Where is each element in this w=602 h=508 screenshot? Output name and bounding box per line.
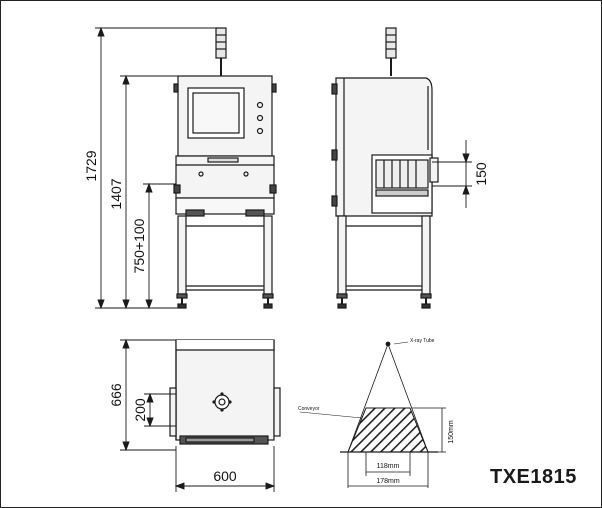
tunnel-dimension — [432, 140, 472, 208]
label-conveyor: Conveyor — [298, 406, 320, 412]
front-leg-right — [263, 215, 273, 295]
dim-cabinet-height: 1407 — [108, 178, 124, 209]
dim-depth: 666 — [108, 383, 124, 407]
side-signal-tower — [385, 27, 397, 59]
front-view — [173, 27, 277, 309]
conveyor-housing — [175, 155, 275, 199]
label-xray-source: X-ray Tube — [410, 338, 435, 344]
top-view-port — [214, 394, 230, 410]
top-dimensions — [120, 338, 276, 492]
dim-overall-height: 1729 — [83, 150, 99, 181]
scan-area — [347, 407, 429, 453]
top-view — [169, 339, 281, 445]
side-view — [331, 27, 439, 309]
dim-tunnel-height: 150 — [473, 162, 489, 186]
dim-conveyor-height: 750+100 — [131, 218, 147, 273]
dim-width: 600 — [213, 468, 237, 484]
signal-tower — [215, 27, 227, 59]
dim-beam-outer-width: 178mm — [376, 478, 400, 485]
model-name: TXE1815 — [490, 466, 577, 488]
dim-beam-inner-width: 118mm — [377, 463, 400, 470]
front-leg-left — [177, 215, 187, 295]
dim-offset: 200 — [132, 398, 148, 422]
front-dimensions — [95, 26, 216, 310]
dim-beam-height: 150mm — [448, 420, 455, 444]
beam-diagram — [299, 341, 446, 488]
